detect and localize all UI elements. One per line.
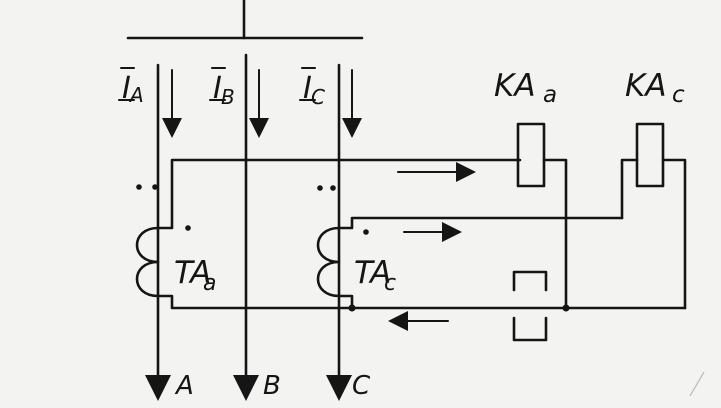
svg-text:C: C (311, 85, 325, 109)
svg-text:KA: KA (625, 68, 667, 104)
polarity-dot (317, 185, 323, 191)
relay-ka-c-return (661, 158, 687, 310)
svg-text:a: a (203, 271, 216, 296)
svg-text:TA: TA (174, 255, 211, 291)
relay-ka-c-feed (620, 158, 639, 220)
svg-text:I: I (122, 71, 131, 106)
label-ct-c: TA c (354, 255, 396, 296)
junction-dot (562, 304, 570, 312)
label-ct-a: TA a (174, 255, 216, 296)
label-current-a: I A (118, 67, 144, 107)
label-current-b: I B (209, 67, 235, 109)
ct-a-coil (135, 226, 160, 298)
label-phase-c: C (352, 371, 371, 401)
svg-text:A: A (128, 83, 144, 107)
polarity-dot (152, 184, 158, 190)
junction-dot (348, 304, 356, 312)
broken-element-top (512, 270, 548, 292)
svg-text:I: I (213, 71, 222, 106)
label-current-c: I C (299, 67, 325, 109)
ct-c-bottom-lead (337, 294, 354, 310)
label-relay-ka-c: KA c (625, 68, 685, 108)
label-relay-ka-a: KA a (494, 68, 557, 108)
svg-text:B: B (221, 85, 235, 109)
ct-c-coil (316, 226, 341, 298)
svg-text:c: c (384, 271, 396, 296)
svg-text:KA: KA (494, 68, 536, 104)
label-phase-a: A (174, 371, 194, 401)
relay-ka-a-return (542, 158, 568, 310)
polarity-dot (330, 185, 336, 191)
svg-text:a: a (543, 82, 557, 108)
relay-ka-c (635, 122, 665, 188)
svg-text:c: c (672, 82, 685, 108)
ct-c-top-lead (337, 216, 624, 230)
pencil-mark (689, 371, 705, 397)
broken-element-bottom (512, 316, 548, 342)
svg-text:I: I (303, 71, 312, 106)
polarity-dot (185, 225, 191, 231)
label-phase-b: B (263, 371, 281, 401)
polarity-dot (363, 229, 369, 235)
polarity-dot (136, 184, 142, 190)
neutral-return (156, 294, 687, 310)
svg-text:TA: TA (354, 255, 391, 291)
relay-ka-a (516, 122, 546, 188)
ct-a-top-lead (156, 158, 522, 230)
